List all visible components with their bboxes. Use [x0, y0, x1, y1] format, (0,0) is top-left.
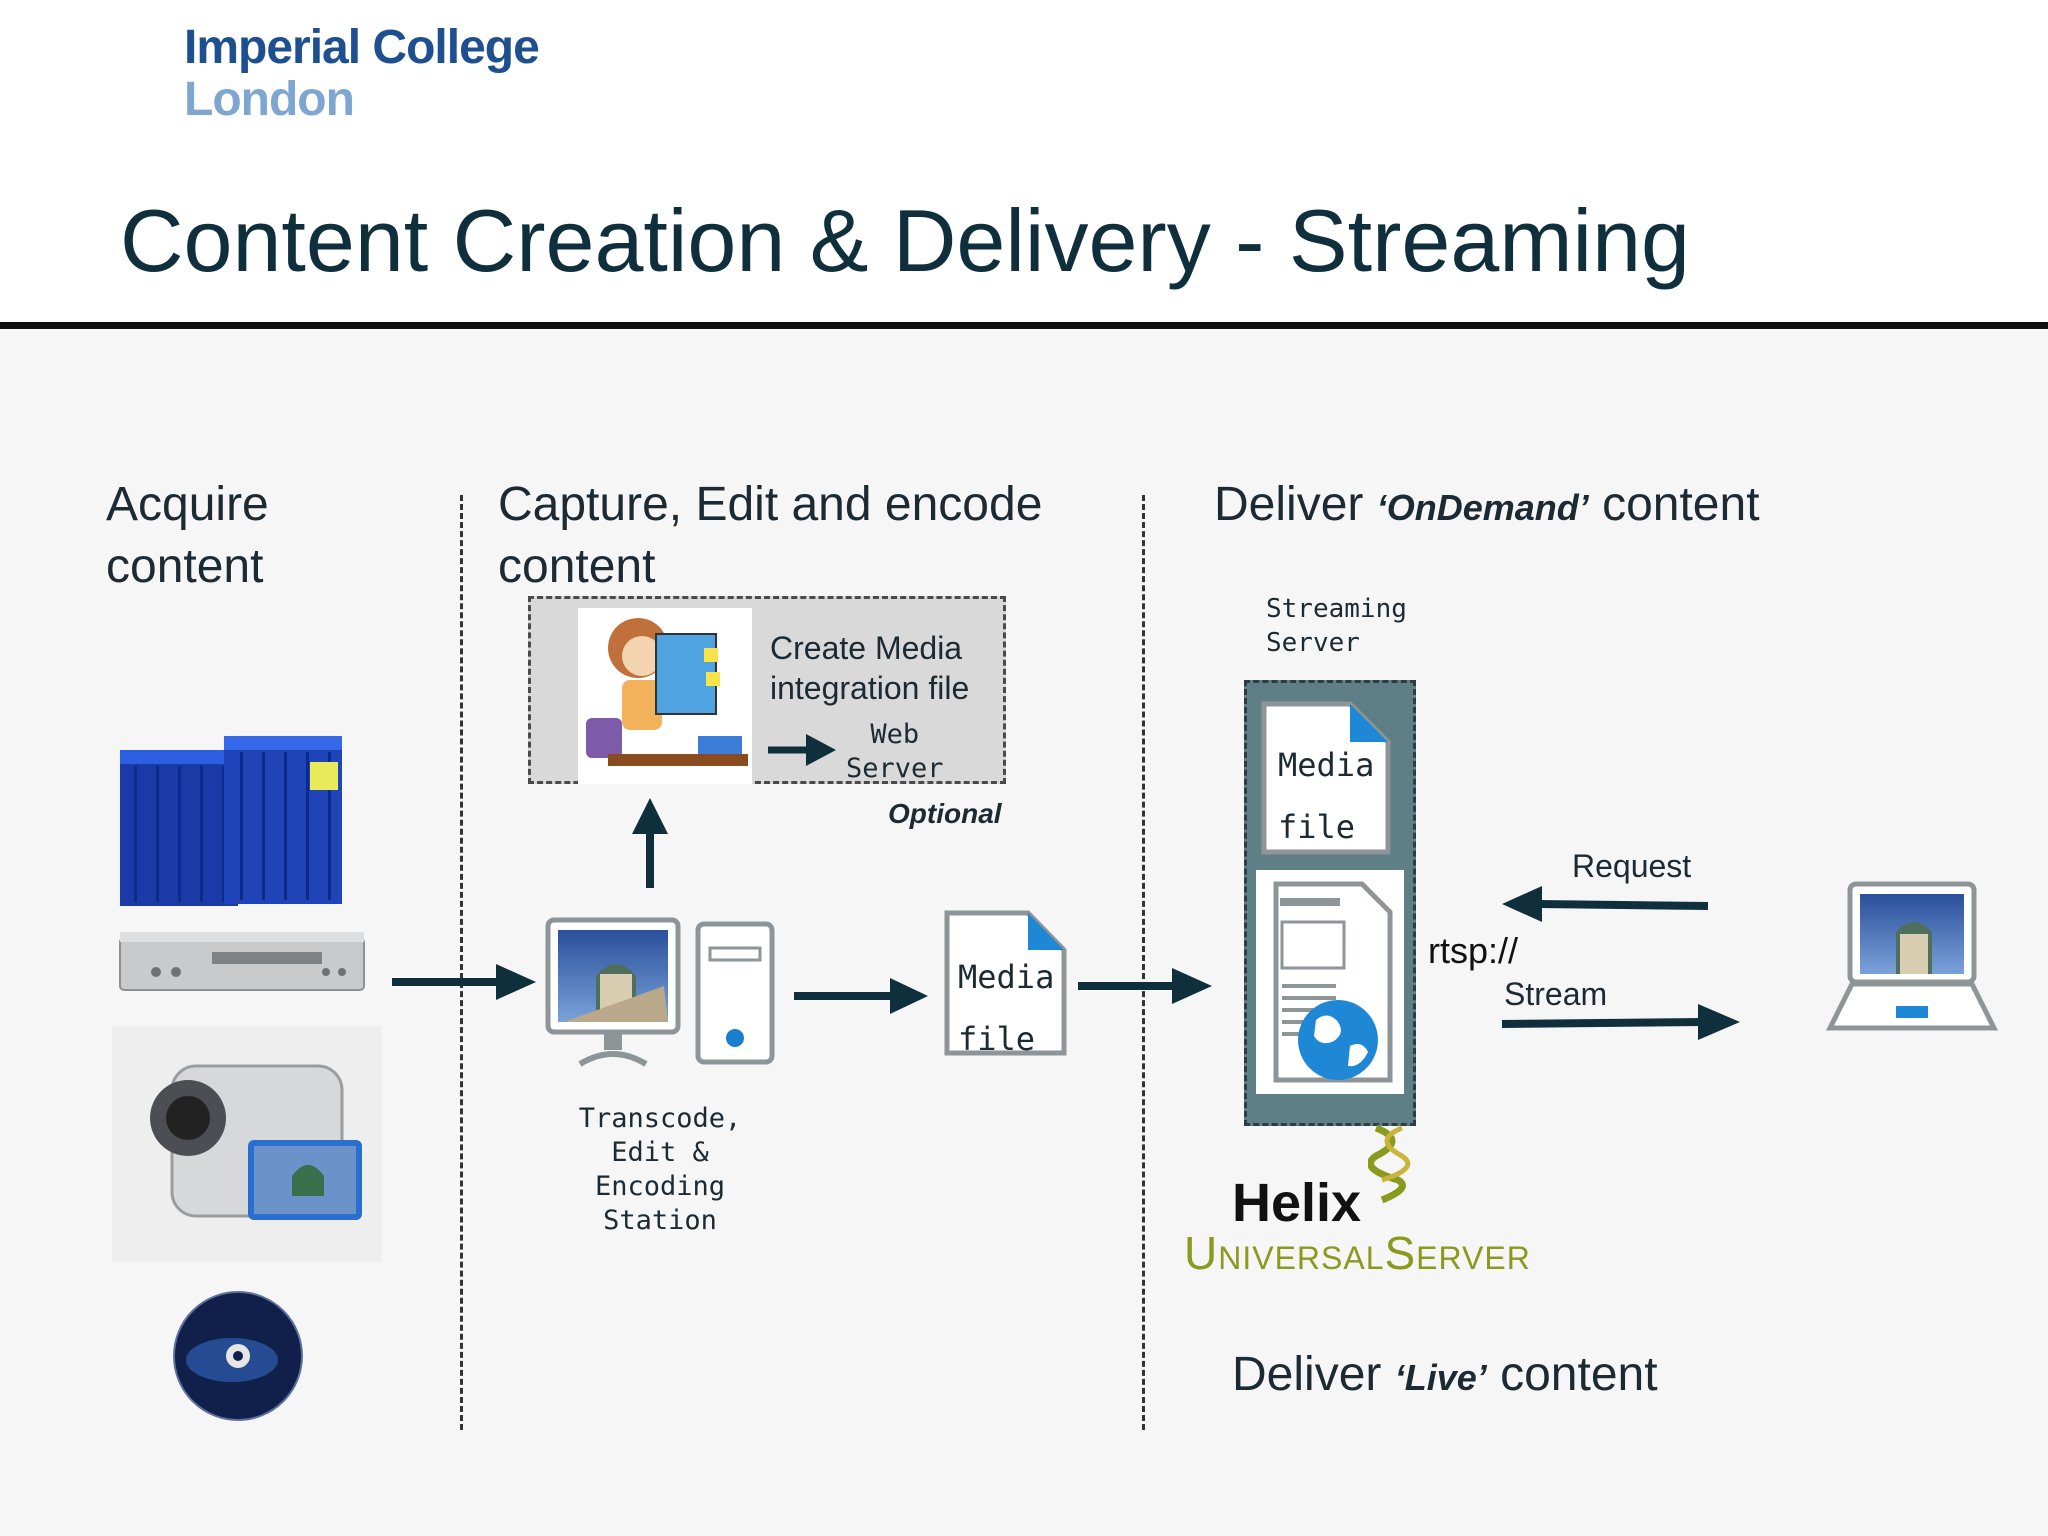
arrow-to-web-server — [768, 734, 836, 766]
laptop-icon — [1826, 881, 1998, 1031]
camcorder-image — [112, 1026, 382, 1262]
web-server-line2: Server — [846, 753, 944, 784]
server-media-file-icon — [1261, 701, 1391, 855]
server-media-file-line1: Media — [1278, 746, 1375, 784]
computer-tower-icon — [695, 921, 775, 1065]
streaming-server-label: Streaming Server — [1266, 592, 1407, 660]
heading-deliver-suffix: content — [1588, 478, 1760, 531]
arrow-acquire-to-station — [392, 964, 536, 1000]
heading-ondemand-emph: ‘OnDemand’ — [1376, 487, 1589, 528]
tdk-tapes-image — [120, 736, 342, 906]
stream-label: Stream — [1504, 976, 1608, 1012]
media-file-line2: file — [958, 1020, 1036, 1058]
request-arrow — [1502, 886, 1709, 922]
web-server-line1: Web — [870, 719, 920, 750]
create-media-label: Create Media integration file — [770, 628, 969, 708]
station-line2: Encoding Station — [594, 1171, 726, 1236]
helix-brand: Helix — [1232, 1173, 1362, 1233]
heading-capture-line2: content — [498, 540, 656, 593]
heading-deliver-ondemand: Deliver ‘OnDemand’ content — [1214, 474, 1760, 539]
stream-arrow — [1501, 1004, 1740, 1040]
live-emph: ‘Live’ — [1394, 1357, 1487, 1398]
server-media-file-line2: file — [1278, 808, 1356, 846]
create-media-line2: integration file — [770, 670, 970, 706]
tape-stack-right — [224, 736, 342, 904]
arrow-media-to-server — [1078, 968, 1212, 1004]
create-media-line1: Create Media — [770, 630, 963, 666]
rtsp-label: rtsp:// — [1428, 930, 1519, 971]
logo-imperial-college: Imperial College — [184, 21, 540, 74]
web-server-globe-icon — [1256, 870, 1404, 1094]
helix-product: UniversalServer — [1184, 1227, 1531, 1279]
web-server-label: Web Server — [846, 718, 944, 786]
vcr-player-image — [119, 932, 365, 991]
heading-deliver-live: Deliver ‘Live’ content — [1232, 1344, 1658, 1409]
optional-label: Optional — [888, 798, 1002, 829]
heading-deliver-prefix: Deliver — [1214, 478, 1377, 531]
live-prefix: Deliver — [1232, 1348, 1395, 1401]
heading-acquire-line2: content — [106, 540, 264, 593]
logo-london: London — [184, 73, 355, 126]
heading-acquire-line1: Acquire — [106, 478, 269, 531]
person-at-computer-image — [578, 608, 752, 784]
arrow-station-to-media — [794, 978, 928, 1014]
media-file-icon — [944, 910, 1067, 1056]
slide-title: Content Creation & Delivery - Streaming — [120, 191, 1690, 290]
heading-capture: Capture, Edit and encode content — [498, 474, 1042, 598]
heading-acquire: Acquire content — [106, 474, 269, 598]
station-line1: Transcode, Edit & — [578, 1103, 742, 1168]
dvd-disc-image — [173, 1291, 303, 1421]
server-media-file-label: Media file — [1278, 734, 1374, 858]
monitor-icon — [545, 917, 681, 1067]
streaming-server-line1: Streaming — [1266, 594, 1407, 624]
title-rule — [0, 322, 2048, 329]
heading-capture-line1: Capture, Edit and encode — [498, 478, 1043, 531]
streaming-server-line2: Server — [1266, 628, 1360, 658]
request-label: Request — [1572, 848, 1692, 884]
media-file-label: Media file — [958, 946, 1054, 1070]
separator-left — [460, 495, 463, 1430]
live-suffix: content — [1486, 1348, 1658, 1401]
arrow-station-to-optional — [632, 798, 668, 888]
tape-stack-left — [120, 750, 238, 906]
separator-right — [1142, 495, 1145, 1430]
helix-dna-icon — [1368, 1124, 1411, 1204]
station-label: Transcode, Edit & Encoding Station — [544, 1102, 776, 1238]
media-file-line1: Media — [958, 958, 1055, 996]
